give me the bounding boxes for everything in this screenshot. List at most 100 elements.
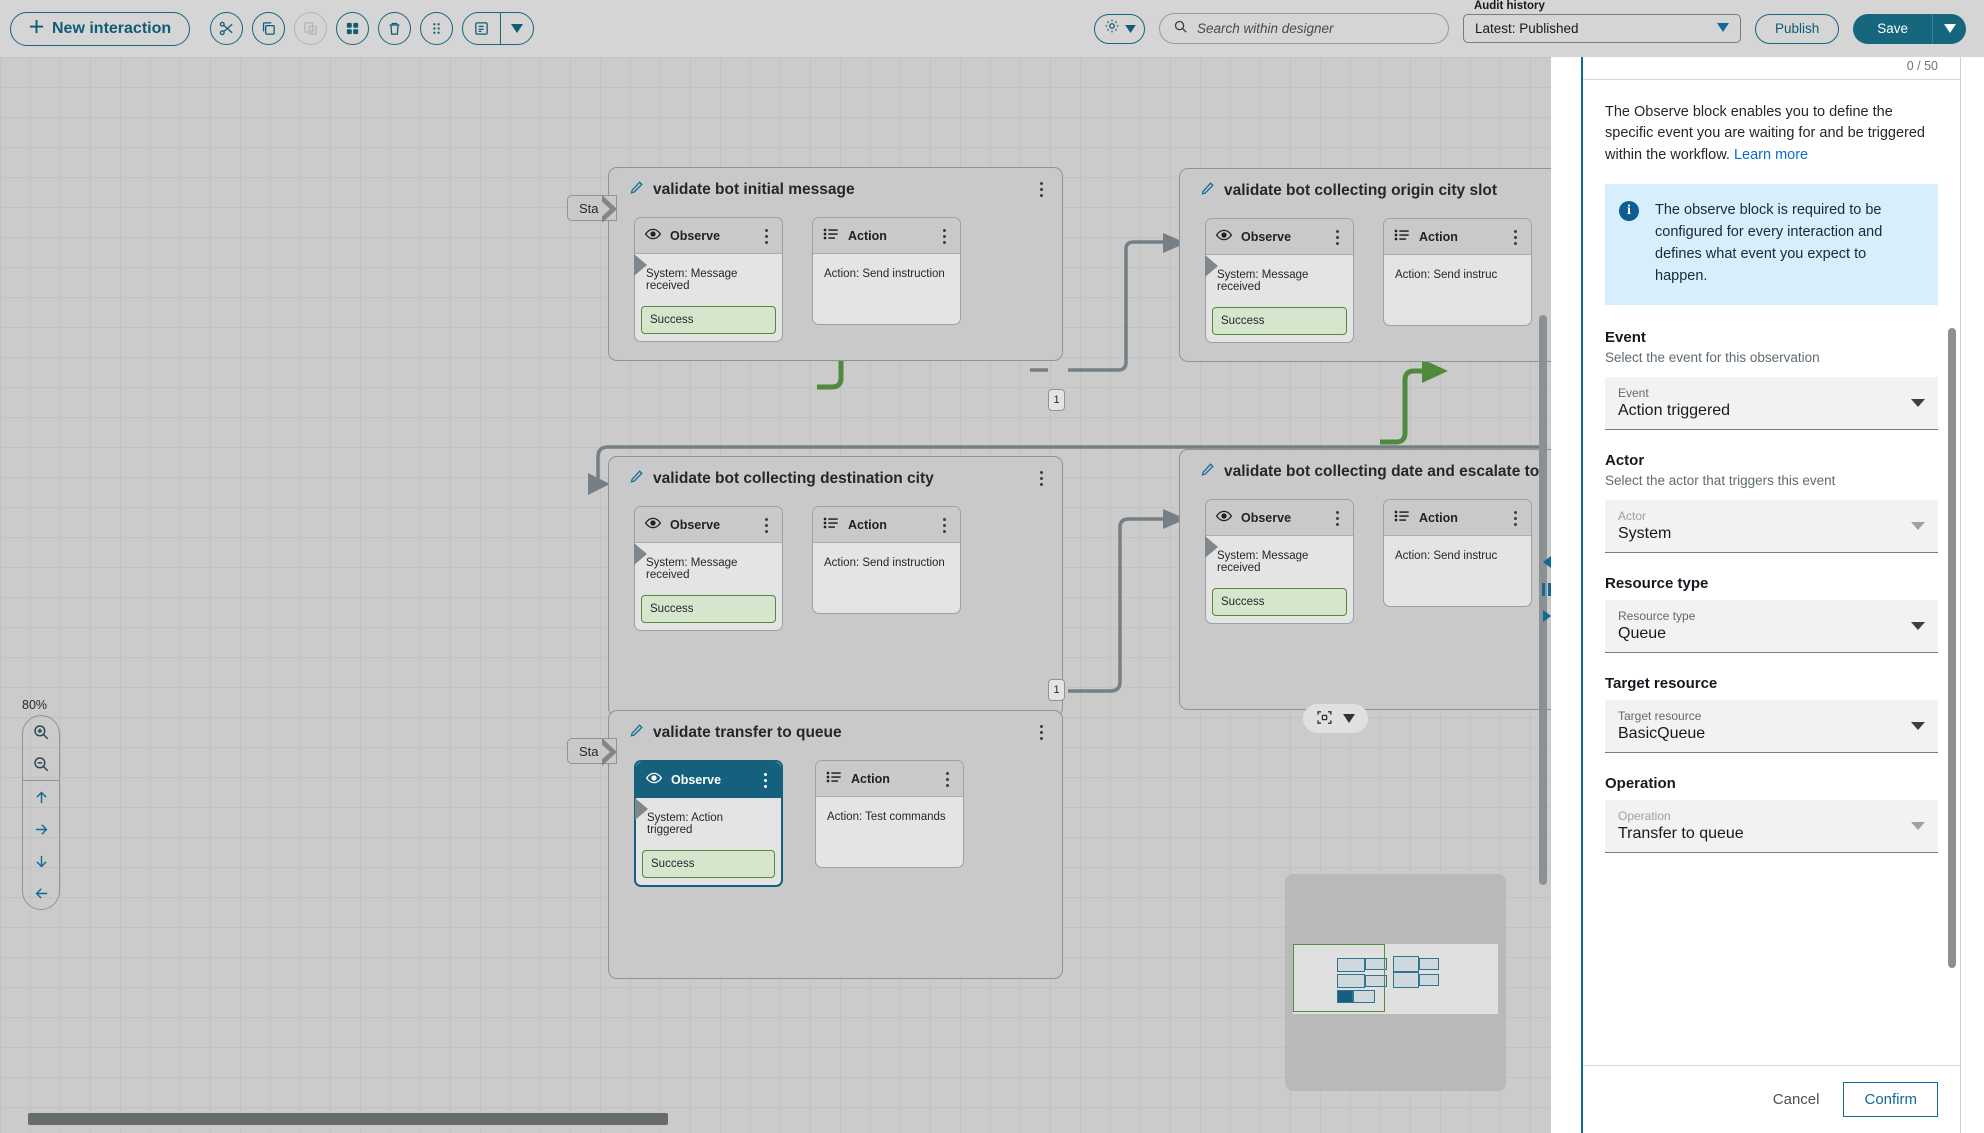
node-action[interactable]: Action Action: Test commands	[815, 760, 964, 868]
node-action[interactable]: Action Action: Send instruction	[812, 217, 961, 325]
node-menu-icon[interactable]	[756, 770, 774, 790]
publish-button[interactable]: Publish	[1754, 13, 1840, 44]
pan-up-icon[interactable]	[23, 781, 59, 813]
chevron-down-icon[interactable]	[1911, 622, 1925, 631]
search-box[interactable]	[1158, 13, 1449, 44]
group-menu-icon[interactable]	[1032, 468, 1050, 488]
group-validate-bot-collecting-origin-city-slot[interactable]: validate bot collecting origin city slot…	[1179, 168, 1551, 362]
cut-icon[interactable]	[210, 12, 244, 45]
fit-to-screen-icon[interactable]	[1316, 709, 1333, 729]
resource-type-select[interactable]: Resource type Queue	[1605, 600, 1938, 654]
pencil-icon[interactable]	[629, 469, 644, 489]
field-group-actor: Actor Select the actor that triggers thi…	[1605, 452, 1938, 554]
panel-collapse-handle[interactable]	[1540, 556, 1553, 622]
fit-dropdown-icon[interactable]	[1343, 712, 1355, 726]
node-menu-icon[interactable]	[935, 515, 953, 535]
save-dropdown-icon[interactable]	[1932, 13, 1966, 44]
node-type-label: Observe	[670, 228, 721, 243]
panel-vertical-scrollbar[interactable]	[1948, 328, 1956, 968]
pencil-icon[interactable]	[629, 180, 644, 200]
copy-icon[interactable]	[252, 12, 286, 45]
pan-right-icon[interactable]	[23, 813, 59, 845]
field-heading: Event	[1605, 329, 1646, 347]
node-menu-icon[interactable]	[757, 515, 775, 535]
pencil-icon[interactable]	[1200, 462, 1215, 482]
node-menu-icon[interactable]	[757, 226, 775, 246]
canvas-vertical-scrollbar[interactable]	[1539, 315, 1547, 885]
save-button[interactable]: Save	[1853, 13, 1932, 44]
node-menu-icon[interactable]	[935, 226, 953, 246]
canvas-horizontal-scrollbar[interactable]	[28, 1113, 668, 1125]
group-validate-bot-collecting-destination-city[interactable]: validate bot collecting destination city…	[608, 456, 1063, 717]
audit-history-select[interactable]: Latest: Published	[1462, 14, 1741, 43]
settings-split-button[interactable]	[1093, 13, 1145, 44]
select-label: Resource type	[1618, 609, 1696, 624]
pan-down-icon[interactable]	[23, 845, 59, 877]
node-action[interactable]: Action Action: Send instruc	[1383, 499, 1532, 607]
event-select[interactable]: Event Action triggered	[1605, 377, 1938, 431]
minimap[interactable]	[1285, 874, 1506, 1091]
pencil-icon[interactable]	[629, 723, 644, 743]
gear-icon[interactable]	[1103, 17, 1121, 40]
panel-footer: Cancel Confirm	[1583, 1065, 1960, 1133]
node-action[interactable]: Action Action: Send instruction	[812, 506, 961, 614]
collapse-right-icon[interactable]	[1542, 610, 1551, 622]
node-menu-icon[interactable]	[1328, 508, 1346, 528]
node-observe[interactable]: Observe System: Message received Success	[634, 506, 783, 631]
notes-icon[interactable]	[463, 13, 500, 44]
target-resource-select[interactable]: Target resource BasicQueue	[1605, 700, 1938, 754]
pan-left-icon[interactable]	[23, 877, 59, 909]
node-output-success[interactable]: Success	[641, 306, 776, 334]
group-title: validate transfer to queue	[609, 711, 1062, 751]
node-observe-selected[interactable]: Observe System: Action triggered Success	[634, 760, 783, 887]
group-menu-icon[interactable]	[1032, 722, 1050, 742]
node-menu-icon[interactable]	[1506, 227, 1524, 247]
zoom-out-icon[interactable]	[23, 748, 59, 780]
chevron-down-icon[interactable]	[1911, 722, 1925, 731]
node-action[interactable]: Action Action: Send instruc	[1383, 218, 1532, 326]
workflow-canvas[interactable]: validate bot initial message Observe Sys…	[0, 57, 1551, 1133]
learn-more-link[interactable]: Learn more	[1733, 146, 1809, 163]
field-subtext: Select the event for this observation	[1605, 350, 1820, 366]
select-value: Transfer to queue	[1618, 825, 1744, 843]
chevron-down-icon[interactable]	[1716, 22, 1729, 35]
new-interaction-button[interactable]: New interaction	[10, 11, 191, 46]
chevron-down-icon[interactable]	[1911, 399, 1925, 408]
node-menu-icon[interactable]	[938, 769, 956, 789]
zoom-in-icon[interactable]	[23, 716, 59, 748]
node-observe[interactable]: Observe System: Message received Success	[1205, 218, 1354, 343]
pencil-icon[interactable]	[1200, 181, 1215, 201]
chevron-down-icon[interactable]	[1125, 20, 1136, 38]
field-heading: Target resource	[1605, 675, 1718, 693]
grid-icon[interactable]	[336, 12, 370, 45]
node-header: Observe	[635, 218, 782, 254]
cancel-button[interactable]: Cancel	[1763, 1084, 1830, 1115]
node-output-success[interactable]: Success	[641, 595, 776, 623]
node-menu-icon[interactable]	[1328, 227, 1346, 247]
drag-handle-icon[interactable]	[420, 12, 454, 45]
drag-grip-icon[interactable]	[1542, 582, 1551, 596]
node-body: Action: Send instruc	[1395, 550, 1498, 562]
node-output-success[interactable]: Success	[1212, 307, 1347, 335]
confirm-button[interactable]: Confirm	[1843, 1082, 1938, 1117]
group-validate-transfer-to-queue[interactable]: validate transfer to queue Observe Syste…	[567, 710, 1063, 979]
notes-split-button[interactable]	[462, 12, 535, 45]
node-observe[interactable]: Observe System: Message received Success	[1205, 499, 1354, 624]
collapse-left-icon[interactable]	[1542, 556, 1551, 568]
group-validate-bot-initial-message[interactable]: validate bot initial message Observe Sys…	[567, 167, 1063, 361]
search-input[interactable]	[1196, 21, 1435, 36]
operation-select: Operation Transfer to queue	[1605, 800, 1938, 854]
fit-to-screen-button[interactable]	[1303, 704, 1368, 733]
node-output-success[interactable]: Success	[1212, 588, 1347, 616]
group-menu-icon[interactable]	[1032, 179, 1050, 199]
node-output-success[interactable]: Success	[642, 850, 775, 878]
actor-select: Actor System	[1605, 500, 1938, 554]
save-split-button[interactable]: Save	[1853, 13, 1966, 44]
node-header: Observe	[635, 507, 782, 543]
trash-icon[interactable]	[378, 12, 412, 45]
node-observe[interactable]: Observe System: Message received Success	[634, 217, 783, 342]
node-menu-icon[interactable]	[1506, 508, 1524, 528]
notes-dropdown-icon[interactable]	[500, 13, 533, 44]
minimap-viewport[interactable]	[1293, 944, 1385, 1012]
group-validate-bot-collecting-date-and-escalate-to[interactable]: validate bot collecting date and escalat…	[1179, 449, 1551, 710]
